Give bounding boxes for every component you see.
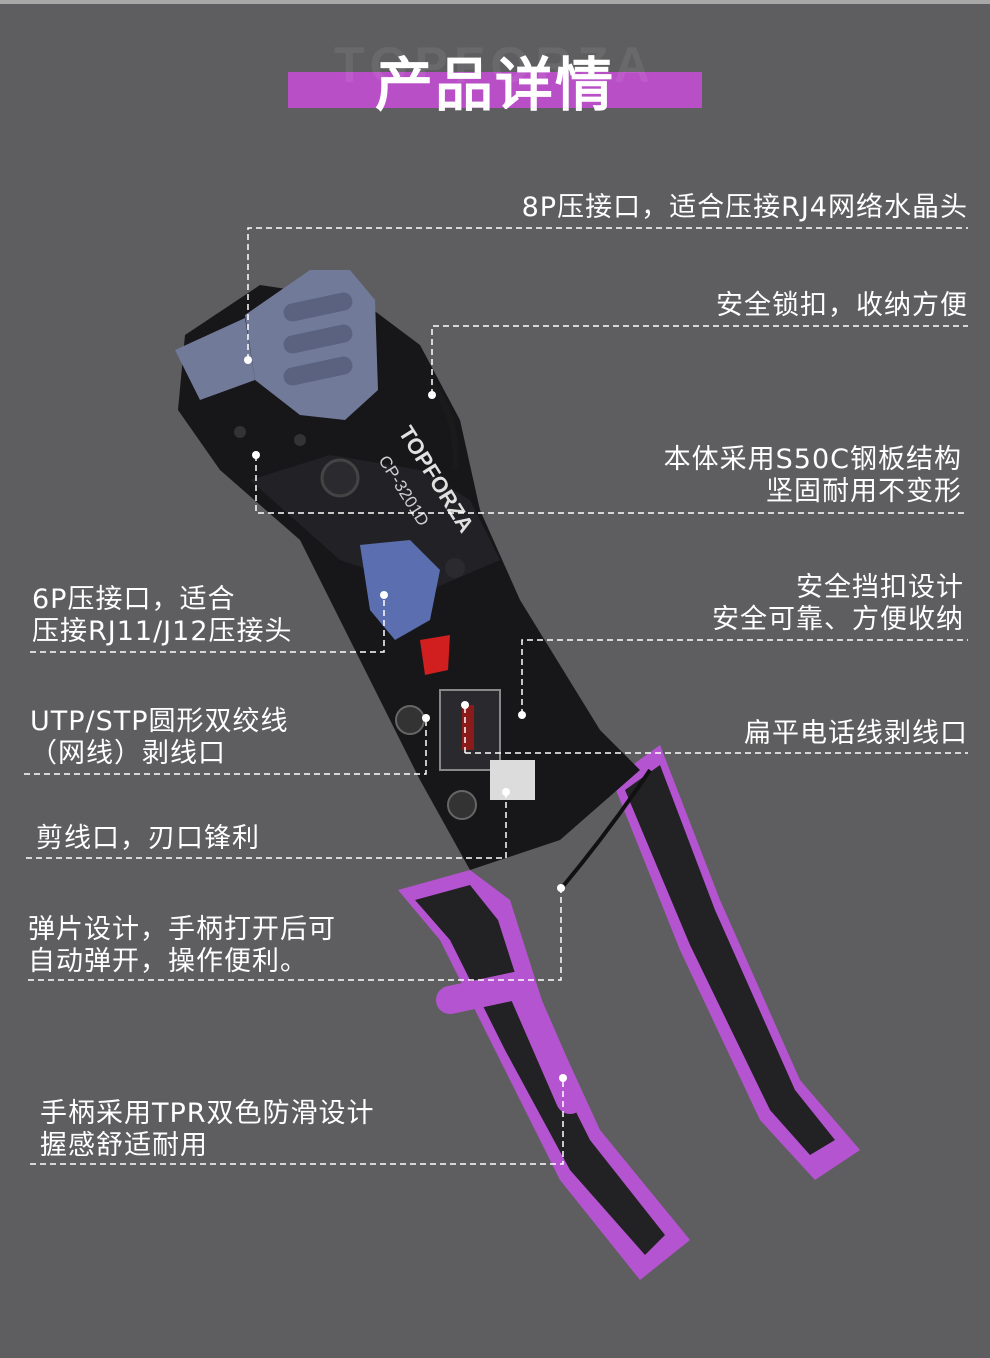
safety-lock-hook	[427, 378, 459, 471]
title-accent-bar	[288, 72, 702, 108]
callout-rj11-line1: 6P压接口，适合	[32, 584, 236, 615]
page-title: 产品详情	[374, 51, 615, 119]
right-handle	[612, 745, 860, 1180]
callout-safety-lock: 安全锁扣，收纳方便	[716, 290, 968, 321]
callout-spring-line2: 自动弹开，操作便利。	[28, 946, 308, 977]
callout-safety-stop-line1: 安全挡扣设计	[796, 572, 964, 603]
rj45-die-cap	[175, 270, 378, 420]
callout-spring-line1: 弹片设计，手柄打开后可	[28, 914, 336, 945]
callout-safety-stop-line2: 安全可靠、方便收纳	[712, 604, 964, 635]
callout-handle-line2: 握感舒适耐用	[40, 1130, 208, 1161]
callout-handle-line1: 手柄采用TPR双色防滑设计	[40, 1098, 375, 1129]
title-watermark: TOPFORZA	[333, 37, 657, 93]
leader-dots	[244, 356, 567, 1082]
callout-body-line1: 本体采用S50C钢板结构	[663, 444, 962, 475]
callout-body-line2: 坚固耐用不变形	[766, 476, 962, 507]
left-handle	[398, 870, 690, 1280]
callout-rj11-line2: 压接RJ11/J12压接头	[32, 616, 293, 647]
callout-flat-stripper: 扁平电话线剥线口	[744, 718, 968, 749]
callout-utp-line2: （网线）剥线口	[30, 738, 226, 769]
callout-utp-line1: UTP/STP圆形双绞线	[30, 706, 289, 737]
callout-rj45-port: 8P压接口，适合压接RJ4网络水晶头	[521, 192, 968, 223]
spring-wire	[558, 768, 652, 892]
top-border	[0, 0, 990, 4]
rj11-die	[360, 540, 450, 675]
callout-cutter: 剪线口，刃口锋利	[36, 823, 260, 854]
title-banner: TOPFORZA 产品详情	[0, 30, 990, 120]
leader-lines	[24, 227, 968, 1165]
